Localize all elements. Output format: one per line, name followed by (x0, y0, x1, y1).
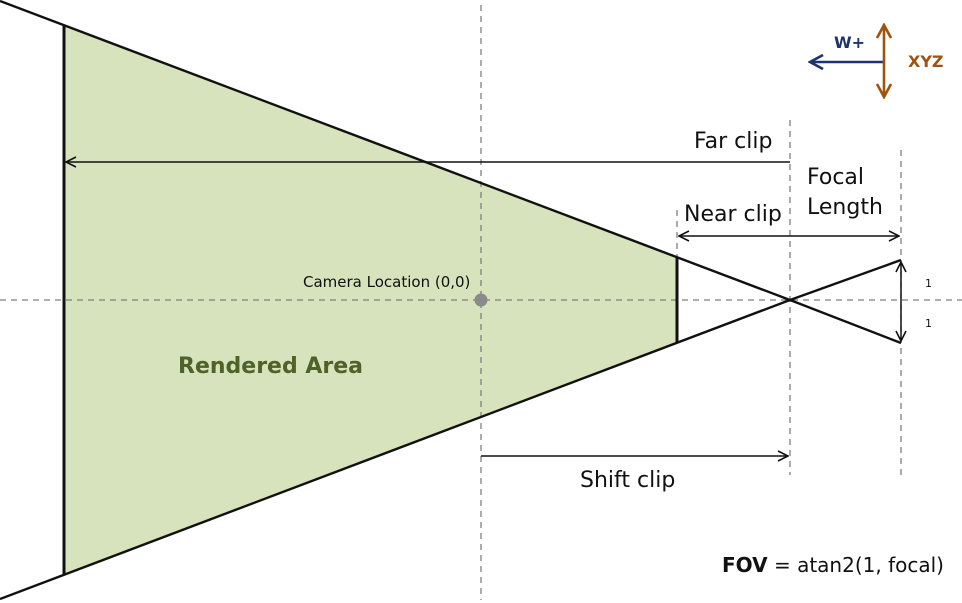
xyz-axis-label: XYZ (908, 52, 944, 71)
upper-ray (0, 0, 791, 302)
camera-location-label: Camera Location (0,0) (303, 273, 470, 291)
far-clip-label: Far clip (694, 129, 772, 154)
unit-bottom-label: 1 (925, 317, 932, 330)
fov-formula-bold: FOV (722, 553, 768, 577)
w-axis-label: W+ (834, 33, 865, 52)
near-clip-label: Near clip (684, 202, 782, 227)
sensor-lower-ray (789, 298, 902, 345)
focal-length-label-line2: Length (807, 195, 883, 220)
fov-formula-rest: = atan2(1, focal) (768, 553, 944, 577)
camera-location-dot (474, 293, 488, 307)
fov-formula: FOV = atan2(1, focal) (722, 553, 944, 577)
unit-top-label: 1 (925, 277, 932, 290)
sensor-upper-ray (789, 258, 902, 302)
shift-clip-label: Shift clip (580, 468, 675, 493)
focal-length-label-line1: Focal (807, 165, 864, 190)
lower-ray (0, 298, 791, 601)
rendered-area-label: Rendered Area (178, 354, 363, 379)
